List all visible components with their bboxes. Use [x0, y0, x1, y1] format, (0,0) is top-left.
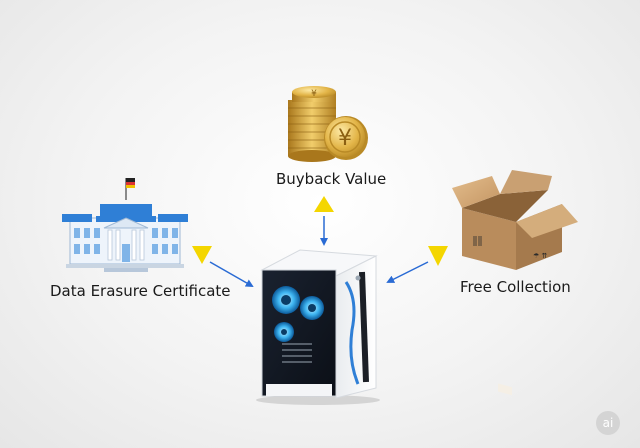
triangle-erasure: [192, 246, 212, 264]
buyback-value-label: Buyback Value: [276, 170, 387, 188]
arrow-collection-to-pc: [386, 261, 429, 283]
ai-badge: ai: [596, 411, 620, 435]
svg-text:☂ ⇈: ☂ ⇈: [533, 252, 548, 260]
institution-building-icon: [62, 178, 188, 272]
pc-tower-icon: [256, 249, 380, 405]
triangle-collection: [428, 246, 448, 266]
svg-text:¥: ¥: [311, 89, 317, 99]
data-erasure-certificate-label: Data Erasure Certificate: [50, 282, 231, 300]
arrow-erasure-to-pc: [209, 261, 254, 287]
triangle-buyback: [314, 196, 334, 212]
free-collection-label: Free Collection: [460, 278, 571, 296]
svg-text:¥: ¥: [338, 126, 352, 151]
cardboard-box-icon: ☂ ⇈: [452, 170, 578, 396]
yen-coin-stack-icon: ¥ ¥: [288, 86, 368, 162]
